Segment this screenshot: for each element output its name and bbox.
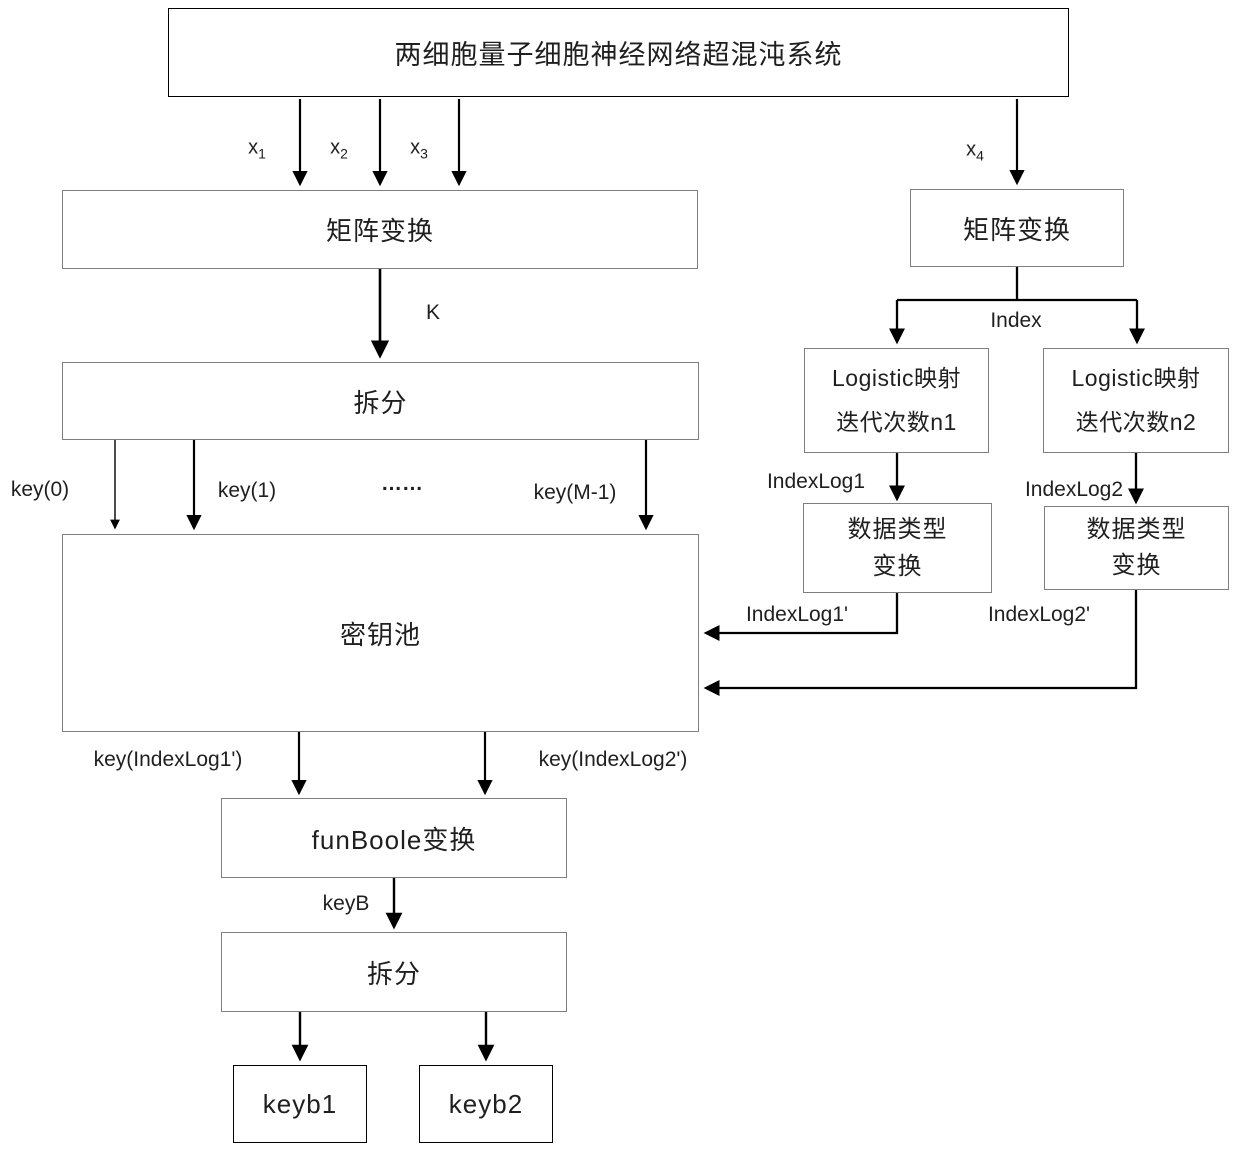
edge-label-indexlog2-prime: IndexLog2': [987, 603, 1091, 626]
hyperchaos-system-box: 两细胞量子细胞神经网络超混沌系统: [168, 8, 1069, 97]
funboole-transform-box: funBoole变换: [221, 798, 567, 878]
edge-label-ellipsis: ……: [381, 472, 423, 495]
edge-label-indexlog2: IndexLog2: [1024, 478, 1124, 501]
datatype-transform-1-box: 数据类型 变换: [803, 503, 992, 593]
arrow-indexlog1-prime: [703, 593, 899, 642]
keyb2-label: keyb2: [448, 1088, 524, 1119]
edge-label-x4: x4: [966, 138, 984, 164]
key-pool-box: 密钥池: [62, 534, 699, 732]
matrix-transform-right-label: 矩阵变换: [962, 214, 1071, 245]
logistic-n2-box: Logistic映射 迭代次数n2: [1043, 348, 1229, 453]
edge-label-key-indexlog1-prime: key(IndexLog1'): [93, 748, 243, 771]
keyb1-box: keyb1: [233, 1065, 367, 1143]
split-keyb-label: 拆分: [366, 958, 421, 989]
datatype-transform-2-line1: 数据类型: [1086, 516, 1187, 543]
logistic-n2-line1: Logistic映射: [1071, 364, 1201, 391]
edge-label-key1: key(1): [217, 479, 277, 502]
key-pool-label: 密钥池: [339, 619, 421, 650]
edge-label-key-m-1: key(M-1): [533, 481, 617, 504]
edge-label-key-indexlog2-prime: key(IndexLog2'): [538, 748, 688, 771]
matrix-transform-right-box: 矩阵变换: [910, 189, 1124, 267]
datatype-transform-2-box: 数据类型 变换: [1044, 506, 1229, 590]
datatype-transform-2-line2: 变换: [1111, 552, 1162, 579]
matrix-transform-left-box: 矩阵变换: [62, 190, 698, 269]
funboole-transform-label: funBoole变换: [311, 824, 477, 855]
edge-label-keyb: keyB: [322, 892, 370, 915]
split-keyb-box: 拆分: [221, 932, 567, 1012]
edge-label-index: Index: [990, 309, 1042, 332]
logistic-n1-box: Logistic映射 迭代次数n1: [804, 348, 989, 453]
edge-label-x1: x1: [248, 136, 266, 162]
edge-label-x3: x3: [410, 136, 428, 162]
datatype-transform-1-line1: 数据类型: [847, 515, 948, 543]
matrix-transform-left-label: 矩阵变换: [325, 216, 434, 246]
index-split-line: [897, 267, 1137, 302]
split-k-label: 拆分: [353, 387, 408, 418]
edge-label-indexlog1: IndexLog1: [766, 470, 866, 493]
edge-label-x2: x2: [330, 136, 348, 162]
logistic-n2-line2: 迭代次数n2: [1075, 408, 1197, 435]
split-k-box: 拆分: [62, 362, 699, 440]
arrow-indexlog2-prime: [703, 590, 1138, 697]
hyperchaos-system-label: 两细胞量子细胞神经网络超混沌系统: [394, 40, 843, 70]
logistic-n1-line1: Logistic映射: [832, 364, 961, 391]
edge-label-indexlog1-prime: IndexLog1': [745, 603, 849, 626]
keyb2-box: keyb2: [419, 1065, 553, 1143]
edge-label-k: K: [425, 301, 441, 324]
keyb1-label: keyb1: [262, 1088, 338, 1119]
edge-label-key0: key(0): [10, 478, 70, 501]
logistic-n1-line2: 迭代次数n1: [836, 408, 957, 435]
datatype-transform-1-line2: 变换: [872, 553, 923, 580]
